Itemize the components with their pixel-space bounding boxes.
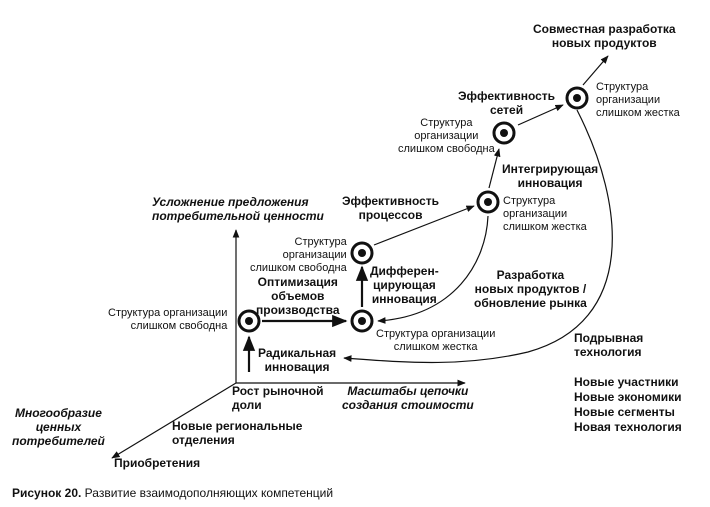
axis-left-end-label: Приобретения	[114, 456, 201, 470]
axis-left-mid-label: Новые региональные отделения	[172, 419, 302, 447]
node-1-label-line-1: Структура организации	[108, 307, 228, 319]
curve-disruptive	[343, 109, 613, 364]
node-4-label: Структура организации слишком жестка	[503, 195, 587, 234]
stage-disruptive-line-2: технология	[574, 345, 642, 359]
stage-disruptive-line-1: Подрывная	[574, 331, 644, 345]
axis-left-line-1: Многообразие	[14, 406, 102, 420]
node-1-label-line-2: слишком свободна	[130, 320, 228, 332]
node-5	[492, 121, 516, 145]
axis-vertical-line-1: Усложнение предложения	[152, 195, 309, 209]
stage-network-eff-line-2: сетей	[489, 103, 524, 117]
node-4-label-line-3: слишком жестка	[503, 221, 587, 233]
arrow-network-eff	[517, 104, 564, 126]
axis-left-line-2: ценных	[35, 420, 82, 434]
stage-process-eff: Эффективность процессов	[342, 194, 439, 222]
node-4-label-line-1: Структура	[503, 195, 556, 207]
node-5-label-line-3: слишком свободна	[398, 143, 495, 155]
stage-integrating-line-1: Интегрирующая	[502, 162, 599, 176]
stage-integrating-line-2: инновация	[517, 176, 583, 190]
stage-joint-dev-line-2: новых продуктов	[551, 36, 657, 50]
node-4-label-line-2: организации	[503, 208, 568, 220]
stage-disruptive: Подрывная технология	[574, 331, 643, 359]
arrow-integrating	[488, 148, 501, 189]
arrow-joint-dev	[582, 55, 609, 86]
origin-line-1: Рост рыночной	[232, 384, 324, 398]
stage-joint-dev-line-1: Совместная разработка	[533, 22, 676, 36]
axis-vertical-label: Усложнение предложения потребительной це…	[152, 195, 324, 223]
node-2-label-line-1: Структура организации	[376, 328, 496, 340]
node-6-label-line-3: слишком жестка	[596, 107, 680, 119]
disruption-list: Новые участники Новые экономики Новые се…	[574, 375, 682, 435]
stage-radical-line-1: Радикальная	[258, 346, 337, 360]
axis-right-label: Масштабы цепочки создания стоимости	[342, 384, 474, 412]
node-2	[350, 309, 374, 333]
node-3-label-line-2: организации	[282, 249, 347, 261]
stage-radical: Радикальная инновация	[258, 346, 336, 374]
node-4	[476, 190, 500, 214]
stage-differentiating-line-3: инновация	[371, 292, 437, 306]
stage-optimization-line-1: Оптимизация	[257, 275, 338, 289]
origin-line-2: доли	[232, 398, 262, 412]
node-6-label: Структура организации слишком жестка	[596, 81, 680, 120]
stage-differentiating-line-1: Дифферен-	[370, 264, 439, 278]
axis-vertical-line-2: потребительной ценности	[152, 209, 324, 223]
stage-network-eff-line-1: Эффективность	[458, 89, 556, 103]
node-6-label-line-2: организации	[596, 94, 661, 106]
origin-label: Рост рыночной доли	[232, 384, 324, 412]
disruption-item-2: Новые экономики	[574, 390, 682, 404]
stage-optimization: Оптимизация объемов производства	[256, 275, 340, 317]
stage-differentiating-line-2: цирующая	[372, 278, 436, 292]
axis-left-mid-line-2: отделения	[172, 433, 235, 447]
axis-left	[111, 382, 237, 459]
stage-radical-line-2: инновация	[264, 360, 330, 374]
axis-left-label: Многообразие ценных потребителей	[12, 406, 105, 448]
stage-new-products-line-3: обновление рынка	[474, 296, 587, 310]
stage-process-eff-line-2: процессов	[358, 208, 423, 222]
axis-left-line-3: потребителей	[12, 434, 105, 448]
node-2-label: Структура организации слишком жестка	[376, 328, 495, 354]
stage-new-products: Разработка новых продуктов / обновление …	[474, 268, 587, 310]
axis-right-line-2: создания стоимости	[342, 398, 474, 412]
node-3-label-line-3: слишком свободна	[250, 262, 347, 274]
stage-process-eff-line-1: Эффективность	[342, 194, 440, 208]
node-6	[565, 86, 589, 110]
node-5-label-line-2: организации	[414, 130, 479, 142]
stage-new-products-line-1: Разработка	[496, 268, 565, 282]
stage-optimization-line-2: объемов	[271, 289, 325, 303]
disruption-item-1: Новые участники	[574, 375, 679, 389]
node-1-label: Структура организации слишком свободна	[108, 307, 227, 333]
figure-caption-number: Рисунок 20.	[12, 486, 82, 500]
axis-right-line-1: Масштабы цепочки	[347, 384, 469, 398]
arrow-process-eff	[373, 205, 475, 246]
node-3-label: Структура организации слишком свободна	[250, 236, 347, 275]
axis-left-mid-line-1: Новые региональные	[172, 419, 303, 433]
node-6-label-line-1: Структура	[596, 81, 649, 93]
figure-caption-text: Развитие взаимодополняющих компетенций	[84, 486, 334, 500]
node-5-label: Структура организации слишком свободна	[398, 117, 495, 156]
node-3	[350, 241, 374, 265]
stage-integrating: Интегрирующая инновация	[502, 162, 598, 190]
stage-network-eff: Эффективность сетей	[458, 89, 555, 117]
curve-new-products	[377, 215, 489, 324]
stage-optimization-line-3: производства	[256, 303, 340, 317]
stage-differentiating: Дифферен- цирующая инновация	[370, 264, 439, 306]
node-1	[237, 309, 261, 333]
stage-new-products-line-2: новых продуктов /	[474, 282, 587, 296]
disruption-item-3: Новые сегменты	[574, 405, 675, 419]
node-3-label-line-1: Структура	[294, 236, 347, 248]
disruption-item-4: Новая технология	[574, 420, 682, 434]
node-2-label-line-2: слишком жестка	[393, 341, 478, 353]
figure-caption: Рисунок 20. Развитие взаимодополняющих к…	[12, 486, 333, 500]
node-5-label-line-1: Структура	[420, 117, 473, 129]
stage-joint-dev: Совместная разработка новых продуктов	[533, 22, 676, 50]
